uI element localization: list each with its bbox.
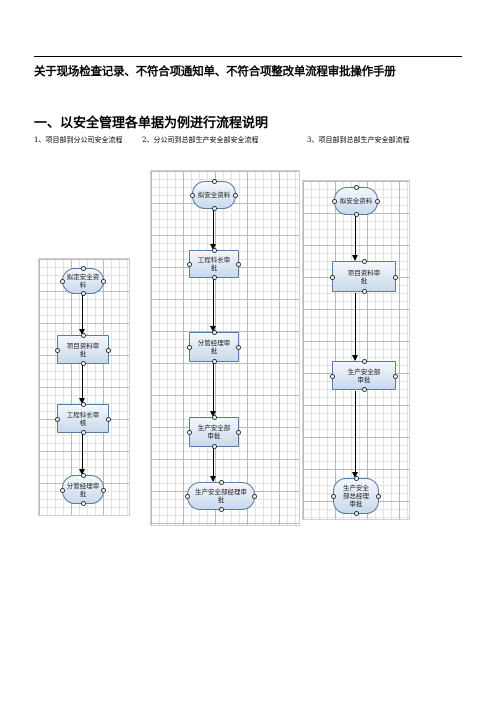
flowchart-1-step-2-node[interactable]: 项目资料审批 bbox=[55, 333, 111, 366]
connection-point bbox=[212, 248, 217, 253]
connection-point bbox=[362, 359, 367, 364]
connection-point bbox=[81, 473, 86, 478]
connection-point bbox=[106, 347, 111, 353]
flowchart-panel-1: 拟定安全资料 项目资料审批 工程科长审核 分管经理审批 bbox=[38, 258, 130, 516]
connection-point bbox=[81, 333, 86, 338]
connection-point bbox=[219, 507, 224, 512]
connection-point bbox=[331, 494, 336, 499]
connection-point bbox=[81, 430, 86, 435]
flowchart-3-step-3-node[interactable]: 生产安全部审批 bbox=[330, 359, 398, 392]
flow-arrow bbox=[79, 295, 85, 335]
flow-arrow bbox=[352, 216, 358, 261]
connection-point bbox=[393, 373, 398, 379]
connection-point bbox=[187, 262, 192, 267]
connection-point bbox=[60, 487, 65, 493]
connection-point bbox=[393, 274, 398, 280]
connection-point bbox=[60, 279, 65, 284]
connection-point bbox=[332, 199, 337, 204]
connection-point bbox=[236, 430, 241, 435]
flowchart-2-step-4-node[interactable]: 生产安全部审批 bbox=[187, 415, 241, 449]
connection-point bbox=[187, 430, 192, 435]
flowchart-panel-2: 拟安全资料 工程科长审批 分管经理审批 生产安全部审批 生产安全部经理审批 bbox=[150, 170, 300, 526]
flowchart-2-step-3-node[interactable]: 分管经理审批 bbox=[187, 330, 241, 364]
connection-point bbox=[375, 199, 380, 204]
connection-point bbox=[81, 266, 86, 271]
connection-point bbox=[362, 259, 367, 264]
connection-point bbox=[354, 212, 359, 217]
flowchart-2-start-node[interactable]: 拟安全资料 bbox=[190, 179, 238, 211]
connection-point bbox=[362, 289, 367, 294]
connection-point bbox=[330, 274, 335, 280]
flow-arrow bbox=[352, 293, 358, 361]
connection-point bbox=[101, 279, 106, 284]
flowchart-1-start-node[interactable]: 拟定安全资料 bbox=[60, 266, 106, 296]
connection-point bbox=[354, 185, 359, 190]
header-rule bbox=[34, 56, 462, 57]
flowchart-1-end-node[interactable]: 分管经理审批 bbox=[60, 473, 106, 506]
flow-arrow bbox=[210, 279, 216, 332]
flowchart-2-step-2-node[interactable]: 工程科长审批 bbox=[187, 248, 241, 280]
flowchart-2-end-node[interactable]: 生产安全部经理审批 bbox=[185, 480, 257, 512]
connection-point bbox=[81, 361, 86, 366]
connection-point bbox=[55, 416, 60, 422]
connection-point bbox=[212, 179, 217, 184]
connection-point bbox=[212, 330, 217, 335]
connection-point bbox=[252, 494, 257, 499]
connection-point bbox=[81, 291, 86, 296]
connection-point bbox=[236, 345, 241, 350]
connection-point bbox=[236, 262, 241, 267]
connection-point bbox=[330, 373, 335, 379]
connection-point bbox=[101, 487, 106, 493]
flow-arrow bbox=[352, 391, 358, 478]
connection-point bbox=[212, 415, 217, 420]
flow-arrow bbox=[210, 363, 216, 417]
connection-point bbox=[354, 511, 359, 516]
connection-point bbox=[190, 193, 195, 198]
connection-point bbox=[212, 359, 217, 364]
flowchart-3-start-node[interactable]: 拟安全资料 bbox=[332, 185, 380, 217]
connection-point bbox=[233, 193, 238, 198]
connection-point bbox=[212, 444, 217, 449]
flow-caption-3: 3、项目部到总部生产安全部流程 bbox=[307, 136, 410, 144]
connection-point bbox=[81, 402, 86, 407]
connection-point bbox=[187, 345, 192, 350]
flowchart-panel-3: 拟安全资料 项目资料审批 生产安全部审批 生产安全部总经理审批 bbox=[302, 180, 410, 520]
flow-caption-2: 2、分公司到总部生产安全部安全流程 bbox=[142, 136, 259, 144]
flowchart-1-step-3-node[interactable]: 工程科长审核 bbox=[55, 402, 111, 435]
section-heading: 一、以安全管理各单据为例进行流程说明 bbox=[34, 116, 269, 131]
connection-point bbox=[185, 494, 190, 499]
flowchart-3-end-node[interactable]: 生产安全部总经理审批 bbox=[331, 476, 381, 516]
connection-point bbox=[106, 416, 111, 422]
document-title: 关于现场检查记录、不符合项通知单、不符合项整改单流程审批操作手册 bbox=[34, 64, 396, 78]
flow-arrow bbox=[79, 434, 85, 475]
flow-arrow bbox=[79, 365, 85, 404]
connection-point bbox=[55, 347, 60, 353]
flowchart-3-step-2-node[interactable]: 项目资料审批 bbox=[330, 259, 398, 294]
connection-point bbox=[362, 387, 367, 392]
connection-point bbox=[376, 494, 381, 499]
flow-arrow bbox=[210, 448, 216, 482]
connection-point bbox=[212, 275, 217, 280]
flow-caption-1: 1、项目部到分公司安全流程 bbox=[34, 136, 123, 144]
connection-point bbox=[81, 501, 86, 506]
flow-arrow bbox=[210, 210, 216, 250]
connection-point bbox=[354, 476, 359, 481]
connection-point bbox=[212, 206, 217, 211]
connection-point bbox=[219, 480, 224, 485]
